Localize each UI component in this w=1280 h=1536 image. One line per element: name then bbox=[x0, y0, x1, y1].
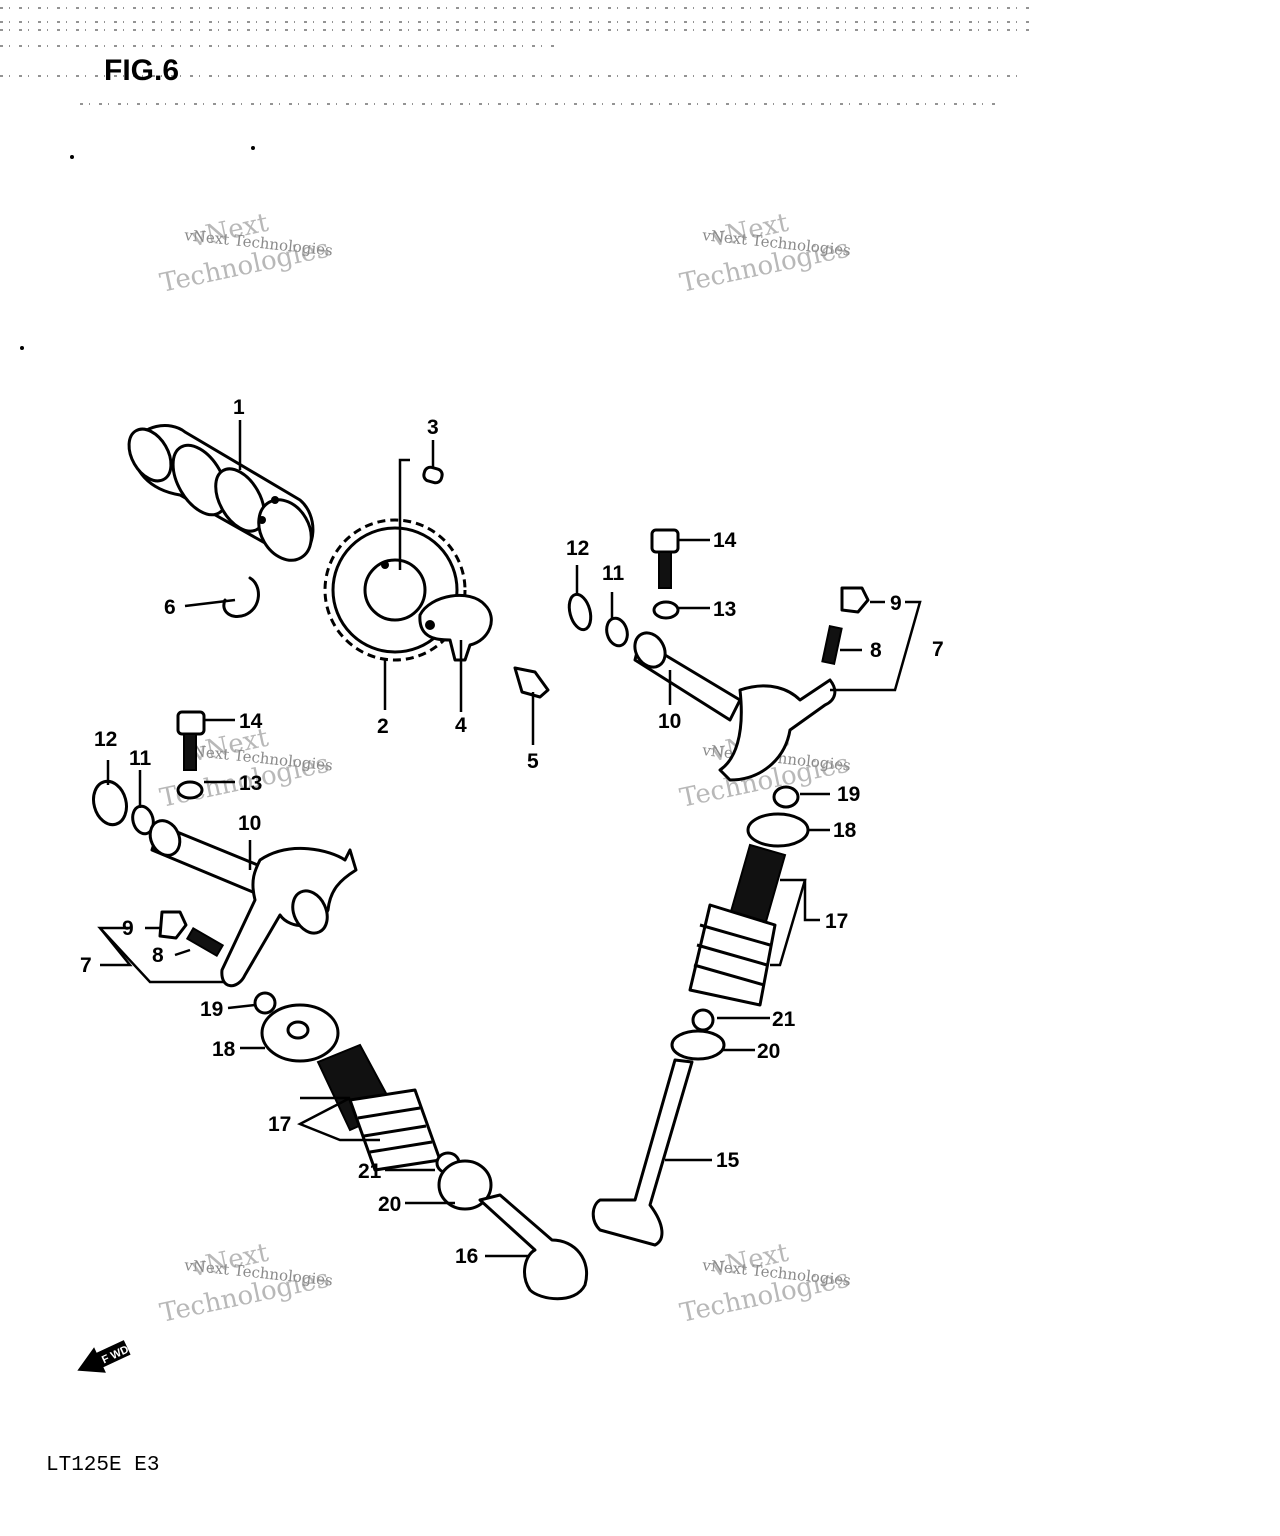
scan-noise bbox=[0, 7, 1030, 350]
clip bbox=[222, 576, 260, 618]
callout-15: 15 bbox=[716, 1149, 740, 1172]
model-code: LT125E E3 bbox=[46, 1454, 159, 1477]
callout-17-left: 17 bbox=[268, 1113, 291, 1136]
callout-7-upper: 7 bbox=[932, 638, 944, 661]
callout-2: 2 bbox=[377, 715, 389, 738]
callout-11-lower: 11 bbox=[129, 747, 152, 770]
callout-5: 5 bbox=[527, 750, 539, 773]
callout-18-left: 18 bbox=[212, 1038, 236, 1061]
lower-rocker-assembly bbox=[92, 710, 358, 988]
leader-lines bbox=[97, 420, 922, 1258]
callout-19-left: 19 bbox=[200, 998, 223, 1021]
callout-8-lower: 8 bbox=[152, 944, 164, 967]
dowel-pin bbox=[422, 465, 444, 485]
callout-18-right: 18 bbox=[833, 819, 857, 842]
callout-12-lower: 12 bbox=[94, 728, 117, 751]
left-valve-stack bbox=[253, 991, 588, 1301]
callout-3: 3 bbox=[427, 416, 439, 439]
upper-rocker-assembly bbox=[567, 528, 870, 782]
callout-8-upper: 8 bbox=[870, 639, 882, 662]
callout-20-left: 20 bbox=[378, 1193, 401, 1216]
callout-13-lower: 13 bbox=[239, 772, 262, 795]
callout-9-lower: 9 bbox=[122, 917, 134, 940]
callout-13-upper: 13 bbox=[713, 598, 736, 621]
camshaft bbox=[127, 424, 315, 562]
callout-10-upper: 10 bbox=[658, 710, 681, 733]
callout-14-lower: 14 bbox=[239, 710, 263, 733]
lock-washer bbox=[418, 593, 493, 662]
callouts: 1 2 3 4 5 6 7 8 9 10 11 12 13 14 7 8 9 1… bbox=[80, 396, 944, 1268]
callout-9-upper: 9 bbox=[890, 592, 902, 615]
callout-10-lower: 10 bbox=[238, 812, 261, 835]
callout-17-right: 17 bbox=[825, 910, 848, 933]
callout-1: 1 bbox=[233, 396, 245, 419]
callout-11-upper: 11 bbox=[602, 562, 625, 585]
callout-6: 6 bbox=[164, 596, 176, 619]
callout-16: 16 bbox=[455, 1245, 478, 1268]
callout-21-left: 21 bbox=[358, 1160, 382, 1183]
figure-title: FIG.6 bbox=[104, 54, 179, 87]
callout-4: 4 bbox=[455, 714, 467, 737]
callout-19-right: 19 bbox=[837, 783, 860, 806]
callout-21-right: 21 bbox=[772, 1008, 796, 1031]
callout-14-upper: 14 bbox=[713, 529, 737, 552]
right-valve-stack bbox=[591, 785, 810, 1247]
callout-7-lower: 7 bbox=[80, 954, 92, 977]
callout-20-right: 20 bbox=[757, 1040, 780, 1063]
callout-12-upper: 12 bbox=[566, 537, 589, 560]
sprocket-bolt bbox=[513, 666, 550, 699]
front-direction-arrow: F WD bbox=[77, 1340, 131, 1373]
